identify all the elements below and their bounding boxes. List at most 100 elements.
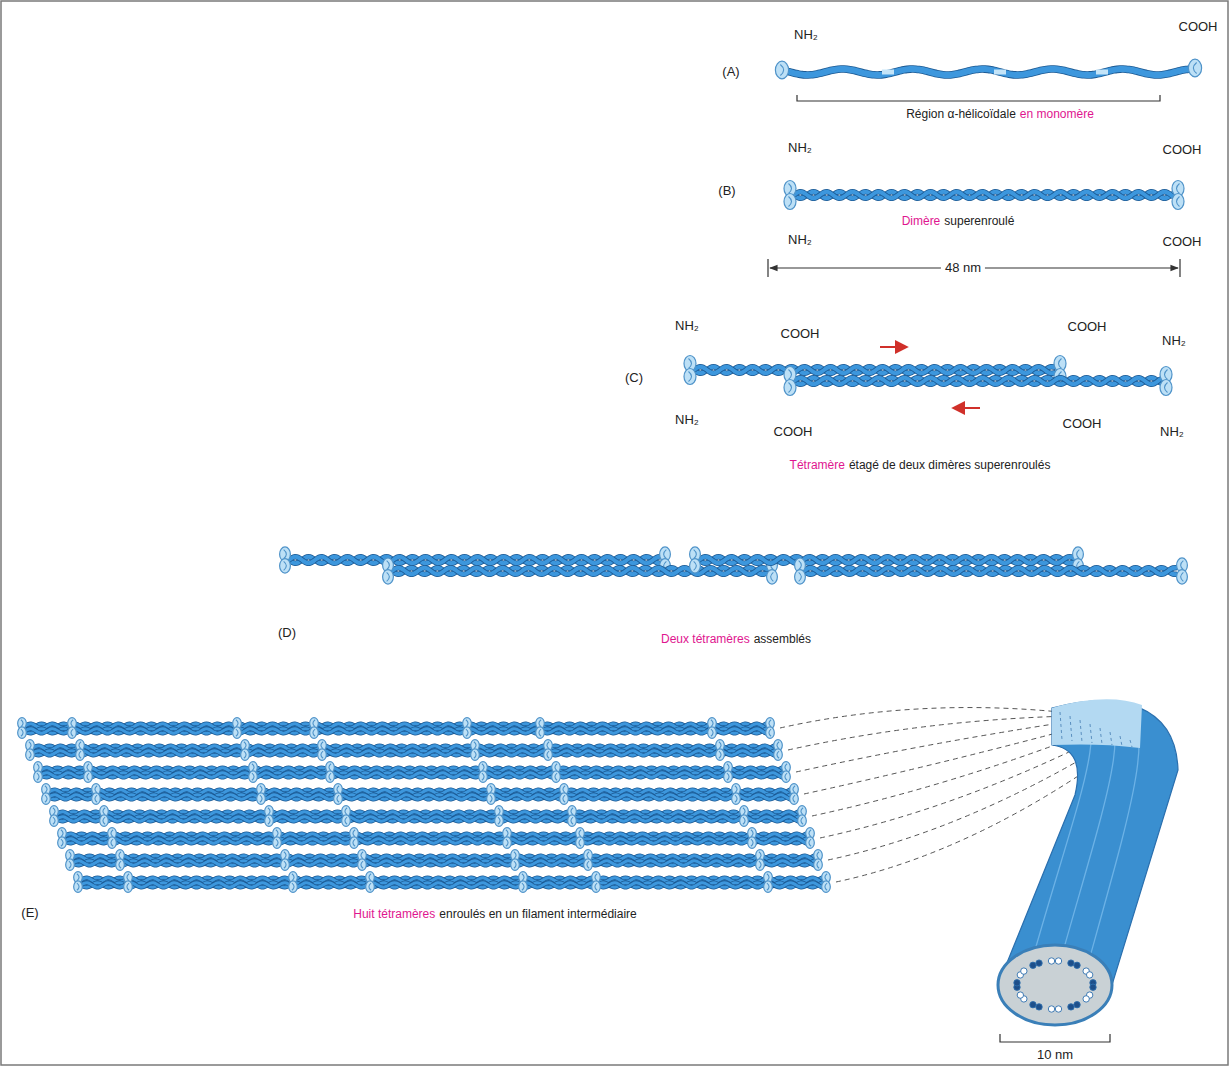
head-curl xyxy=(1193,63,1196,74)
globular-head xyxy=(740,815,749,827)
head-curl xyxy=(103,817,105,824)
head-curl xyxy=(268,817,270,824)
tetramer-section xyxy=(1086,972,1092,978)
globular-head xyxy=(124,881,133,893)
head-curl xyxy=(490,786,492,793)
helix-strand xyxy=(41,773,782,777)
head-curl xyxy=(482,764,484,771)
head-curl xyxy=(45,795,47,802)
globular-head xyxy=(66,859,75,871)
head-curl xyxy=(482,773,484,780)
helix-strand xyxy=(790,69,1189,75)
globular-head xyxy=(503,837,512,849)
globular-head xyxy=(814,859,823,871)
tetramer-section xyxy=(1083,996,1089,1002)
head-curl xyxy=(506,839,508,846)
head-curl xyxy=(735,786,737,793)
head-curl xyxy=(1181,572,1184,581)
caption-text: étagé de deux dimères superenroulés xyxy=(849,459,1050,473)
globular-head xyxy=(18,727,27,739)
head-curl xyxy=(474,742,476,749)
globular-head xyxy=(1160,380,1172,396)
two-tetramers xyxy=(280,547,1188,584)
head-curl xyxy=(127,874,129,881)
head-curl xyxy=(29,742,31,749)
head-curl xyxy=(284,550,287,559)
caption-text: en monomère xyxy=(1020,108,1094,122)
cap-dash xyxy=(1130,740,1132,747)
caption-text: Huit tétramères xyxy=(353,908,435,922)
head-curl xyxy=(522,883,524,890)
globular-head xyxy=(767,570,778,584)
head-curl xyxy=(1177,197,1180,207)
head-curl xyxy=(95,795,97,802)
globular-head xyxy=(100,815,109,827)
head-curl xyxy=(789,370,792,380)
tetramer-section xyxy=(1036,1004,1042,1010)
globular-head xyxy=(552,771,561,783)
helix-strand xyxy=(65,839,806,843)
head-curl xyxy=(466,729,468,736)
head-curl xyxy=(103,808,105,815)
caption-text: Dimère xyxy=(902,215,941,229)
head-curl xyxy=(719,742,721,749)
globular-head xyxy=(26,749,35,761)
linker-region xyxy=(1096,70,1108,75)
head-curl xyxy=(29,751,31,758)
head-curl xyxy=(817,861,819,868)
caption-text: Région α-hélicoïdale xyxy=(906,108,1016,122)
head-curl xyxy=(1165,383,1168,393)
head-curl xyxy=(387,572,390,581)
helix-strand xyxy=(694,367,1054,373)
dimension-label: 48 nm xyxy=(941,261,985,276)
head-curl xyxy=(276,839,278,846)
globular-head xyxy=(795,570,806,584)
terminus-label: COOH xyxy=(781,327,820,342)
globular-head xyxy=(334,793,343,805)
globular-head xyxy=(764,881,773,893)
head-curl xyxy=(689,359,692,369)
helix-strand xyxy=(794,378,1160,384)
globular-head xyxy=(584,859,593,871)
helix-strand xyxy=(57,817,798,821)
globular-head xyxy=(756,859,765,871)
tetramer-section xyxy=(1074,962,1080,968)
helix-strand xyxy=(41,773,782,777)
helix-strand xyxy=(73,861,814,865)
head-curl xyxy=(727,764,729,771)
terminus-label: NH₂ xyxy=(794,28,818,43)
head-curl xyxy=(236,720,238,727)
helix-strand xyxy=(57,817,798,821)
head-curl xyxy=(767,874,769,881)
helix-strand xyxy=(790,69,1189,75)
tetramer-section xyxy=(1036,960,1042,966)
head-curl xyxy=(45,786,47,793)
head-curl xyxy=(743,817,745,824)
head-curl xyxy=(69,861,71,868)
head-curl xyxy=(664,550,667,559)
globular-head xyxy=(784,194,796,210)
tetramer-section xyxy=(1068,960,1074,966)
globular-head xyxy=(50,815,59,827)
helix-strand xyxy=(392,568,767,574)
head-curl xyxy=(87,773,89,780)
head-curl xyxy=(284,861,286,868)
globular-head xyxy=(576,837,585,849)
head-curl xyxy=(260,786,262,793)
helix-strand xyxy=(289,557,661,563)
head-curl xyxy=(236,729,238,736)
panel-letter: (B) xyxy=(718,184,735,199)
globular-head xyxy=(289,881,298,893)
helix-strand xyxy=(392,568,767,574)
head-curl xyxy=(119,861,121,868)
head-curl xyxy=(587,852,589,859)
terminus-label: NH₂ xyxy=(675,413,699,428)
globular-head xyxy=(487,793,496,805)
helix-strand xyxy=(392,568,767,574)
head-curl xyxy=(785,764,787,771)
globular-head xyxy=(724,771,733,783)
helix-strand xyxy=(392,568,767,574)
helix-strand xyxy=(57,817,798,821)
monomer xyxy=(775,59,1201,79)
